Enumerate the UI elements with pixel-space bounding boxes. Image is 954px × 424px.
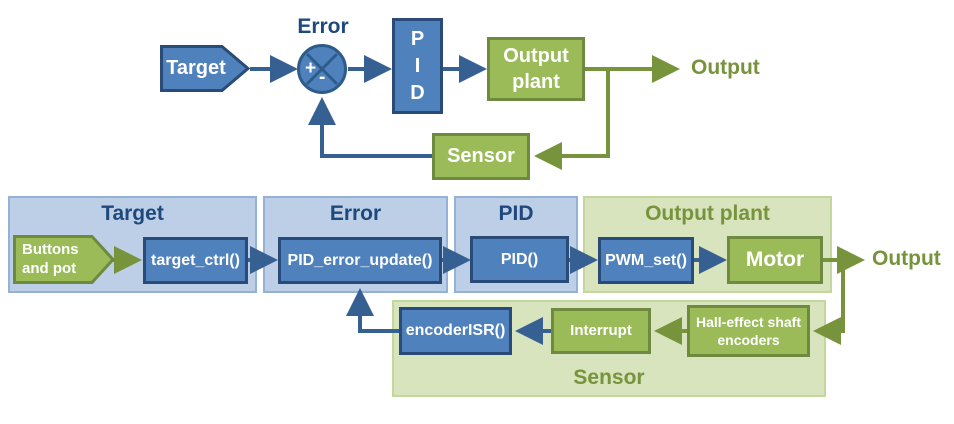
error-label: Error (297, 15, 349, 38)
panel-pid-title: PID (498, 202, 534, 225)
sum-plus-sign: + (305, 58, 317, 79)
buttons-pot-pentagon-node: Buttons and pot (13, 235, 115, 284)
target-pentagon-label: Target (166, 57, 226, 79)
panel-sensor-title: Sensor (573, 366, 645, 389)
cross-icon (305, 52, 339, 86)
encoder-isr-node: encoderISR() (399, 307, 512, 355)
interrupt-node: Interrupt (551, 308, 651, 354)
pid-fn-node: PID() (470, 236, 569, 283)
motor-node: Motor (727, 236, 823, 284)
output-label-bottom: Output (872, 247, 941, 270)
buttons-pot-label: Buttons and pot (22, 240, 79, 277)
pid-letter-p: P (410, 28, 425, 50)
pentagon-shape (160, 45, 250, 92)
sensor-block: Sensor (432, 133, 530, 180)
arrow-branch-to-sensor (534, 69, 610, 170)
pid-error-update-node: PID_error_update() (278, 237, 442, 284)
output-label-top: Output (691, 56, 760, 79)
summing-junction: + - (297, 44, 347, 94)
pid-block: P I D (392, 18, 443, 114)
arrow-sensor-to-sum (308, 97, 432, 158)
panel-output-plant-title: Output plant (645, 202, 770, 225)
pentagon-shape (13, 235, 115, 284)
target-pentagon-node: Target (160, 45, 250, 92)
target-ctrl-node: target_ctrl() (143, 237, 248, 284)
pid-letter-d: D (410, 82, 425, 104)
output-plant-block: Output plant (487, 37, 585, 101)
panel-error-title: Error (329, 202, 382, 225)
arrow-branch-to-hall (813, 260, 845, 345)
panel-target-title: Target (101, 202, 164, 225)
arrow-encoderisr-to-errorupdate (346, 288, 399, 333)
sum-minus-sign: - (319, 67, 326, 88)
pid-letter-i: I (414, 55, 421, 77)
pwm-set-node: PWM_set() (598, 237, 694, 284)
hall-encoders-node: Hall-effect shaft encoders (687, 305, 810, 357)
